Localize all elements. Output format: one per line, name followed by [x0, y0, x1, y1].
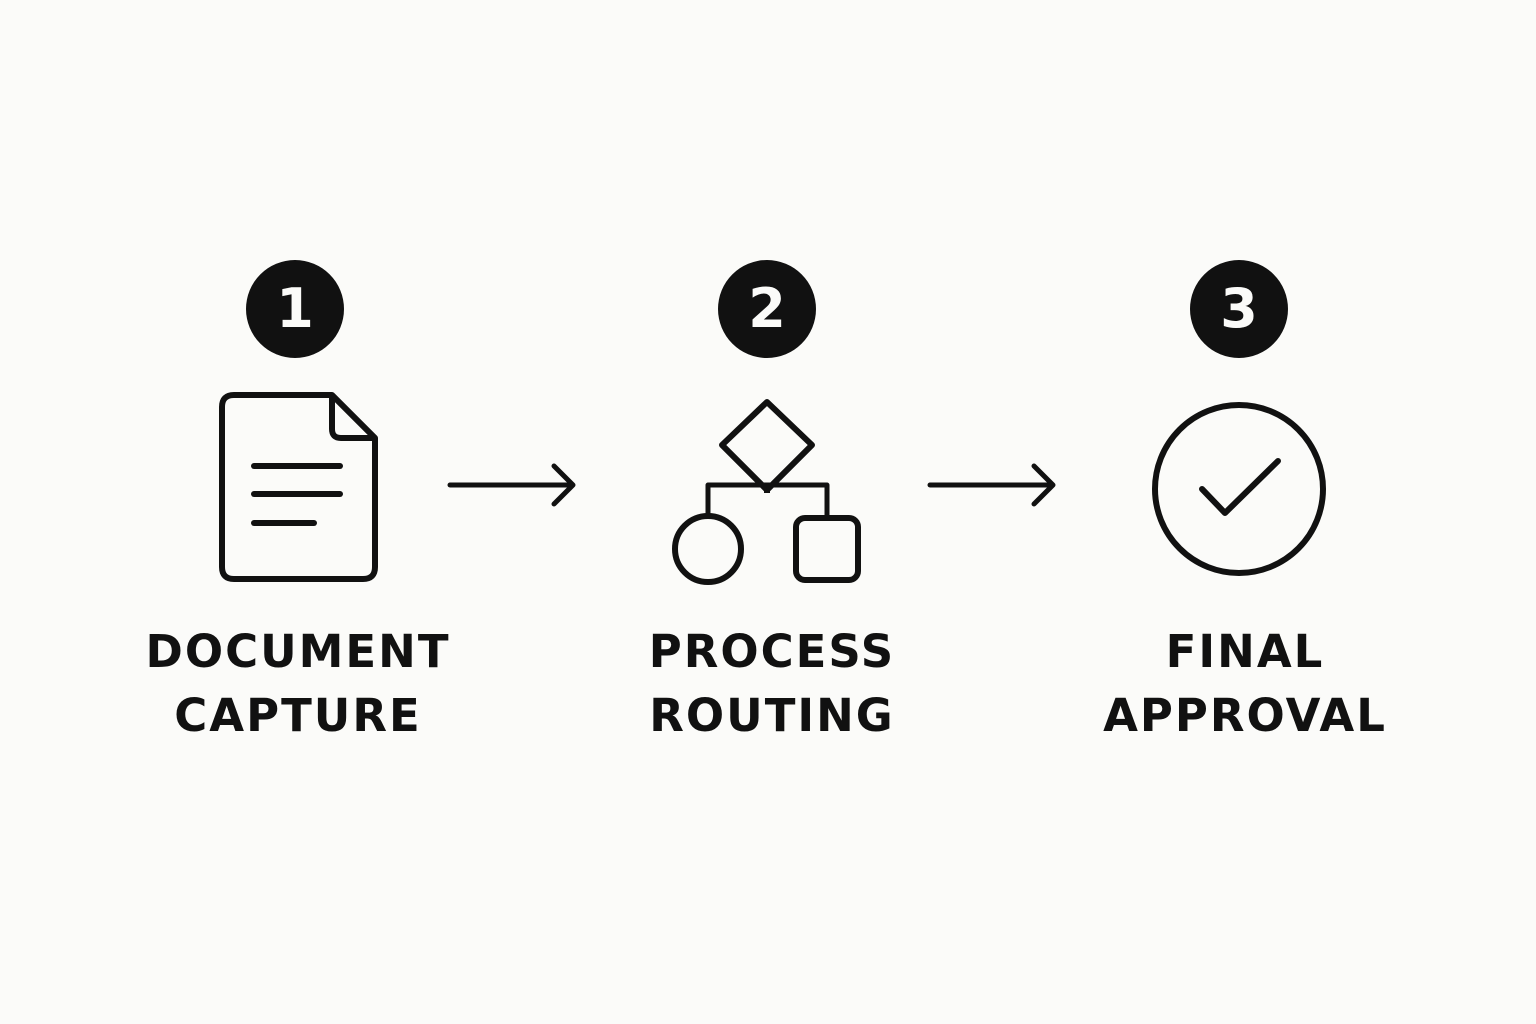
step-1-badge: 1 — [246, 260, 344, 358]
check-circle-icon — [1152, 402, 1326, 576]
step-1-label-line1: DOCUMENT — [145, 625, 451, 678]
step-1-number: 1 — [276, 277, 314, 340]
step-2-badge: 2 — [718, 260, 816, 358]
step-2-label: PROCESS ROUTING — [572, 620, 972, 748]
arrow-right-icon — [927, 463, 1056, 507]
step-2-label-line2: ROUTING — [649, 689, 895, 742]
step-3-label: FINAL APPROVAL — [1045, 620, 1445, 748]
step-3-label-line1: FINAL — [1165, 625, 1325, 678]
document-icon — [219, 392, 378, 582]
step-2-number: 2 — [748, 277, 786, 340]
step-3-badge: 3 — [1190, 260, 1288, 358]
step-1-label: DOCUMENT CAPTURE — [98, 620, 498, 748]
step-2-label-line1: PROCESS — [648, 625, 896, 678]
flowchart-icon — [672, 399, 861, 585]
step-3-label-line2: APPROVAL — [1103, 689, 1387, 742]
step-1-label-line2: CAPTURE — [174, 689, 422, 742]
arrow-right-icon — [447, 463, 576, 507]
step-3-number: 3 — [1220, 277, 1258, 340]
